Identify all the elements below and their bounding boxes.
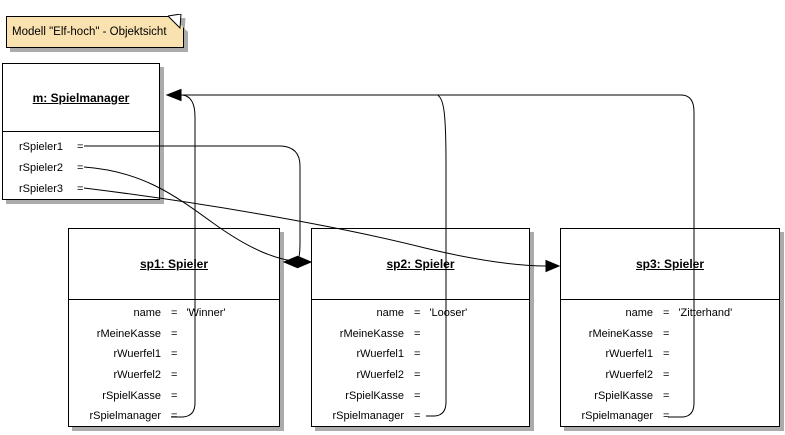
equals-sign: =: [171, 410, 178, 423]
attribute-name: rWuerfel1: [356, 348, 404, 361]
object-box-sp3-spieler[interactable]: sp3: Spieler name = 'Zitterhand' rMeineKass…: [560, 228, 780, 427]
uml-note[interactable]: Modell "Elf-hoch" - Objektsicht: [3, 8, 181, 40]
attribute-name: rSpielKasse: [102, 389, 161, 402]
attribute-name: name: [376, 307, 404, 320]
arrowhead-into-sp1: [282, 255, 298, 269]
attribute-name: rSpielmanager: [581, 410, 653, 423]
attribute-value: 'Winner': [186, 307, 226, 320]
attribute-row: rWuerfel1 =: [312, 344, 529, 365]
attribute-name: rSpieler2: [19, 161, 64, 174]
note-body: Modell "Elf-hoch" - Objektsicht: [6, 16, 184, 48]
object-title: m: Spielmanager: [3, 64, 159, 132]
attribute-row: rSpieler1 =: [3, 136, 159, 157]
attribute-name: rSpielmanager: [332, 410, 404, 423]
attribute-compartment: name='Looser'rMeineKasse=rWuerfel1=rWuer…: [312, 300, 529, 427]
attribute-name: rSpielKasse: [345, 389, 404, 402]
attribute-name: rWuerfel1: [605, 348, 653, 361]
attribute-row: rSpielKasse =: [69, 385, 279, 406]
attribute-row: rSpieler3 =: [3, 178, 159, 199]
equals-sign: =: [414, 348, 421, 361]
equals-sign: =: [414, 410, 421, 423]
attribute-name: rSpieler3: [19, 182, 64, 195]
attribute-compartment: name='Winner'rMeineKasse=rWuerfel1=rWuer…: [69, 300, 279, 427]
attribute-row: rMeineKasse =: [69, 324, 279, 345]
attribute-row: rWuerfel2 =: [69, 365, 279, 386]
object-box-m-spielmanager[interactable]: m: Spielmanager rSpieler1=rSpieler2=rSpi…: [2, 63, 160, 200]
object-box-sp2-spieler[interactable]: sp2: Spieler name='Looser'rMeineKasse=rW…: [311, 228, 530, 427]
attribute-compartment: rSpieler1 = rSpieler2 = rSpieler3 =: [3, 132, 159, 199]
equals-sign: =: [77, 161, 84, 174]
equals-sign: =: [77, 140, 84, 153]
attribute-row: rMeineKasse =: [312, 324, 529, 345]
object-title: sp2: Spieler: [312, 229, 529, 300]
attribute-row: rWuerfel2 =: [312, 365, 529, 386]
attribute-row: rSpielmanager =: [69, 406, 279, 427]
attribute-name: rWuerfel2: [605, 369, 653, 382]
attribute-name: rSpielmanager: [89, 410, 161, 423]
attribute-name: rWuerfel2: [356, 369, 404, 382]
attribute-name: rMeineKasse: [339, 327, 404, 340]
attribute-value: 'Looser': [429, 307, 468, 320]
object-title: sp1: Spieler: [69, 229, 279, 300]
attribute-row: rSpielKasse =: [312, 385, 529, 406]
attribute-row: rSpielKasse =: [561, 385, 779, 406]
attribute-name: name: [625, 307, 653, 320]
equals-sign: =: [663, 327, 670, 340]
attribute-name: name: [133, 307, 161, 320]
equals-sign: =: [171, 348, 178, 361]
equals-sign: =: [663, 369, 670, 382]
attribute-name: rSpielKasse: [594, 389, 653, 402]
equals-sign: =: [414, 389, 421, 402]
attribute-name: rMeineKasse: [588, 327, 653, 340]
equals-sign: =: [77, 182, 84, 195]
attribute-name: rWuerfel2: [113, 369, 161, 382]
attribute-row: rSpieler2 =: [3, 157, 159, 178]
equals-sign: =: [171, 307, 178, 320]
attribute-row: rWuerfel1 =: [561, 344, 779, 365]
attribute-row: name = 'Winner': [69, 303, 279, 324]
equals-sign: =: [171, 327, 178, 340]
attribute-row: rMeineKasse =: [561, 324, 779, 345]
attribute-row: rWuerfel2 =: [561, 365, 779, 386]
attribute-row: rSpielmanager =: [312, 406, 529, 427]
equals-sign: =: [663, 389, 670, 402]
arrowhead-into-sp2: [297, 255, 313, 269]
attribute-compartment: name='Zitterhand'rMeineKasse=rWuerfel1=r…: [561, 300, 779, 427]
equals-sign: =: [414, 327, 421, 340]
attribute-row: name = 'Looser': [312, 303, 529, 324]
equals-sign: =: [663, 410, 670, 423]
attribute-row: rWuerfel1 =: [69, 344, 279, 365]
attribute-name: rWuerfel1: [113, 348, 161, 361]
equals-sign: =: [414, 369, 421, 382]
attribute-value: 'Zitterhand': [678, 307, 733, 320]
equals-sign: =: [171, 389, 178, 402]
attribute-row: rSpielmanager =: [561, 406, 779, 427]
note-text: Modell "Elf-hoch" - Objektsicht: [12, 26, 167, 38]
equals-sign: =: [663, 307, 670, 320]
equals-sign: =: [171, 369, 178, 382]
attribute-name: rMeineKasse: [96, 327, 161, 340]
attribute-row: name = 'Zitterhand': [561, 303, 779, 324]
equals-sign: =: [663, 348, 670, 361]
equals-sign: =: [414, 307, 421, 320]
arrowhead-into-sp3: [545, 259, 561, 273]
arrowhead-into-m: [165, 88, 182, 102]
object-title: sp3: Spieler: [561, 229, 779, 300]
object-box-sp1-spieler[interactable]: sp1: Spieler name='Winner'rMeineKasse=rW…: [68, 228, 280, 427]
attribute-name: rSpieler1: [19, 140, 64, 153]
